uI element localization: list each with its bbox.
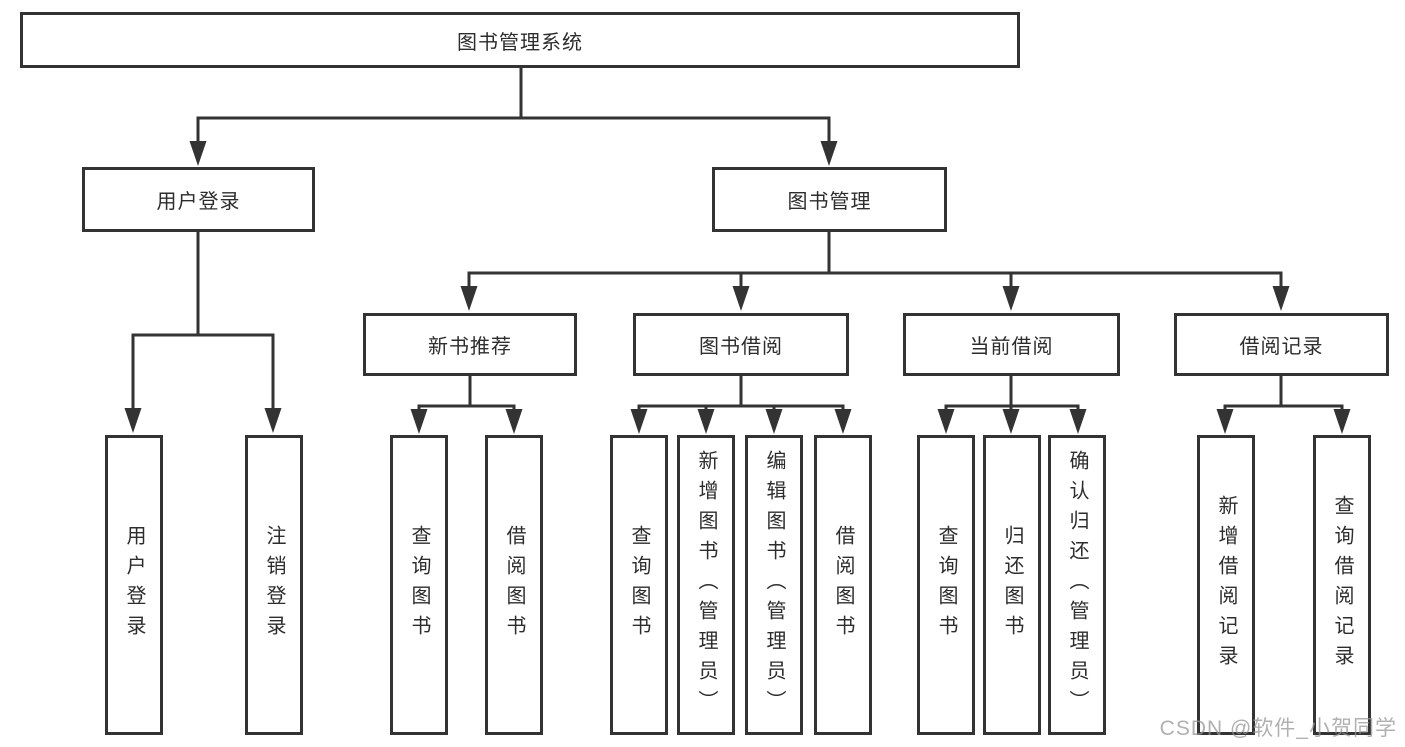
node-label: 当前借阅 bbox=[969, 336, 1054, 358]
leaf-logout: 注销登录 bbox=[245, 435, 303, 735]
leaf-label: 新增图书（管理员） bbox=[695, 450, 717, 720]
leaf-label: 查询图书 bbox=[628, 525, 650, 645]
leaf-label: 编辑图书（管理员） bbox=[763, 450, 785, 720]
node-label: 新书推荐 bbox=[428, 336, 512, 358]
leaf-query-books-recommend: 查询图书 bbox=[390, 435, 448, 735]
node-label: 图书管理系统 bbox=[457, 31, 583, 54]
node-new-book-recommend: 新书推荐 bbox=[363, 313, 577, 376]
node-book-management: 图书管理 bbox=[712, 167, 947, 232]
leaf-label: 新增借阅记录 bbox=[1215, 495, 1237, 675]
leaf-borrow-books: 借阅图书 bbox=[814, 435, 872, 735]
leaf-add-borrow-record: 新增借阅记录 bbox=[1197, 435, 1255, 735]
leaf-label: 借阅图书 bbox=[503, 525, 525, 645]
leaf-query-books-current: 查询图书 bbox=[917, 435, 975, 735]
leaf-return-books: 归还图书 bbox=[983, 435, 1041, 735]
node-book-borrow: 图书借阅 bbox=[633, 313, 849, 376]
leaf-label: 查询借阅记录 bbox=[1331, 495, 1353, 675]
node-label: 图书管理 bbox=[787, 191, 872, 213]
leaf-borrow-books-recommend: 借阅图书 bbox=[485, 435, 543, 735]
leaf-query-borrow-record: 查询借阅记录 bbox=[1313, 435, 1371, 735]
leaf-label: 确认归还（管理员） bbox=[1066, 450, 1088, 720]
leaf-query-books-borrow: 查询图书 bbox=[610, 435, 668, 735]
leaf-confirm-return-admin: 确认归还（管理员） bbox=[1048, 435, 1106, 735]
leaf-label: 查询图书 bbox=[935, 525, 957, 645]
leaf-edit-book-admin: 编辑图书（管理员） bbox=[745, 435, 803, 735]
leaf-user-login: 用户登录 bbox=[105, 435, 163, 735]
node-label: 用户登录 bbox=[156, 191, 241, 213]
leaf-label: 查询图书 bbox=[408, 525, 430, 645]
node-borrow-records: 借阅记录 bbox=[1174, 313, 1389, 376]
node-label: 借阅记录 bbox=[1239, 336, 1324, 358]
leaf-add-book-admin: 新增图书（管理员） bbox=[677, 435, 735, 735]
leaf-label: 借阅图书 bbox=[832, 525, 854, 645]
leaf-label: 归还图书 bbox=[1001, 525, 1023, 645]
leaf-label: 用户登录 bbox=[123, 525, 145, 645]
leaf-label: 注销登录 bbox=[263, 525, 285, 645]
node-root-library-system: 图书管理系统 bbox=[20, 12, 1020, 68]
csdn-watermark: CSDN @软件_小贺同学 bbox=[1159, 717, 1397, 740]
node-label: 图书借阅 bbox=[699, 336, 783, 358]
node-user-login: 用户登录 bbox=[82, 167, 315, 232]
node-current-borrow: 当前借阅 bbox=[903, 313, 1120, 376]
